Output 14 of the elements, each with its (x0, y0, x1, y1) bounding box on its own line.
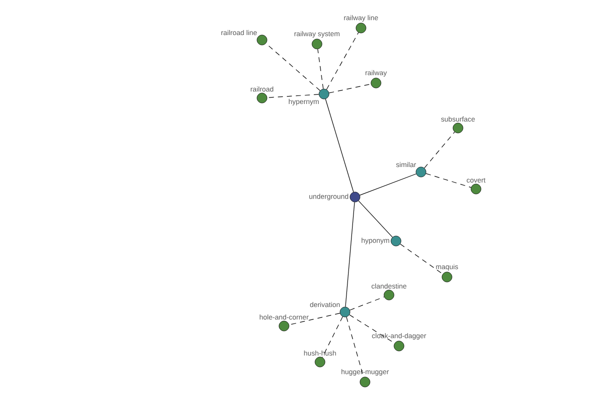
connector-line (325, 98, 354, 192)
connector-line (424, 132, 455, 168)
connector-line (400, 244, 444, 274)
connector-line (328, 84, 372, 94)
connector-line (288, 312, 340, 326)
connector-line (322, 316, 343, 358)
connector-line (358, 200, 393, 238)
connector-line (426, 173, 472, 188)
connector-line (360, 174, 416, 196)
connector-line (266, 94, 320, 98)
connector-line (345, 202, 355, 308)
connector-line (326, 32, 359, 90)
connector-line (350, 296, 384, 310)
connector-line (317, 48, 324, 90)
